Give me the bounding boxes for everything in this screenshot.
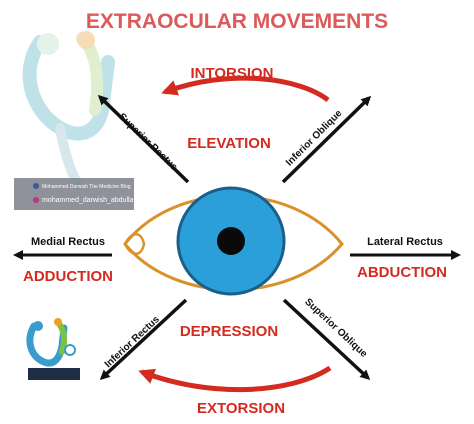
watermark-handle: mohammed_darwish_abdullah <box>42 197 137 204</box>
stethoscope-logo-icon <box>22 31 115 190</box>
elevation-label: ELEVATION <box>187 135 271 152</box>
facebook-icon <box>33 183 39 189</box>
watermark-banner: Mohammed Darwish The Medicine Blog moham… <box>14 178 137 210</box>
superior-rectus-arrow <box>97 94 190 184</box>
inferior-oblique-label: Inferior Oblique <box>284 108 345 169</box>
extorsion-label: EXTORSION <box>197 400 285 417</box>
eye-illustration <box>123 186 344 296</box>
watermark-page: Mohammed Darwish The Medicine Blog <box>42 184 131 190</box>
instagram-icon <box>33 197 39 203</box>
lateral-rectus-label: Lateral Rectus <box>367 236 443 248</box>
inferior-oblique-arrow <box>281 95 372 184</box>
adduction-label: ADDUCTION <box>23 268 113 285</box>
diagram-title: EXTRAOCULAR MOVEMENTS <box>86 10 388 33</box>
superior-oblique-arrow <box>282 298 371 381</box>
pupil-icon <box>217 227 245 255</box>
superior-rectus-label: Superior Rectus <box>116 111 180 173</box>
depression-label: DEPRESSION <box>180 323 278 340</box>
extorsion-arrow <box>138 365 332 393</box>
intorsion-arrow <box>161 75 330 103</box>
intorsion-label: INTORSION <box>190 65 273 82</box>
medial-rectus-label: Medial Rectus <box>31 236 105 248</box>
inferior-rectus-arrow <box>99 298 188 381</box>
small-stethoscope-logo-icon <box>26 318 80 380</box>
abduction-label: ABDUCTION <box>357 264 447 281</box>
inferior-rectus-label: Inferior Rectus <box>103 314 162 370</box>
